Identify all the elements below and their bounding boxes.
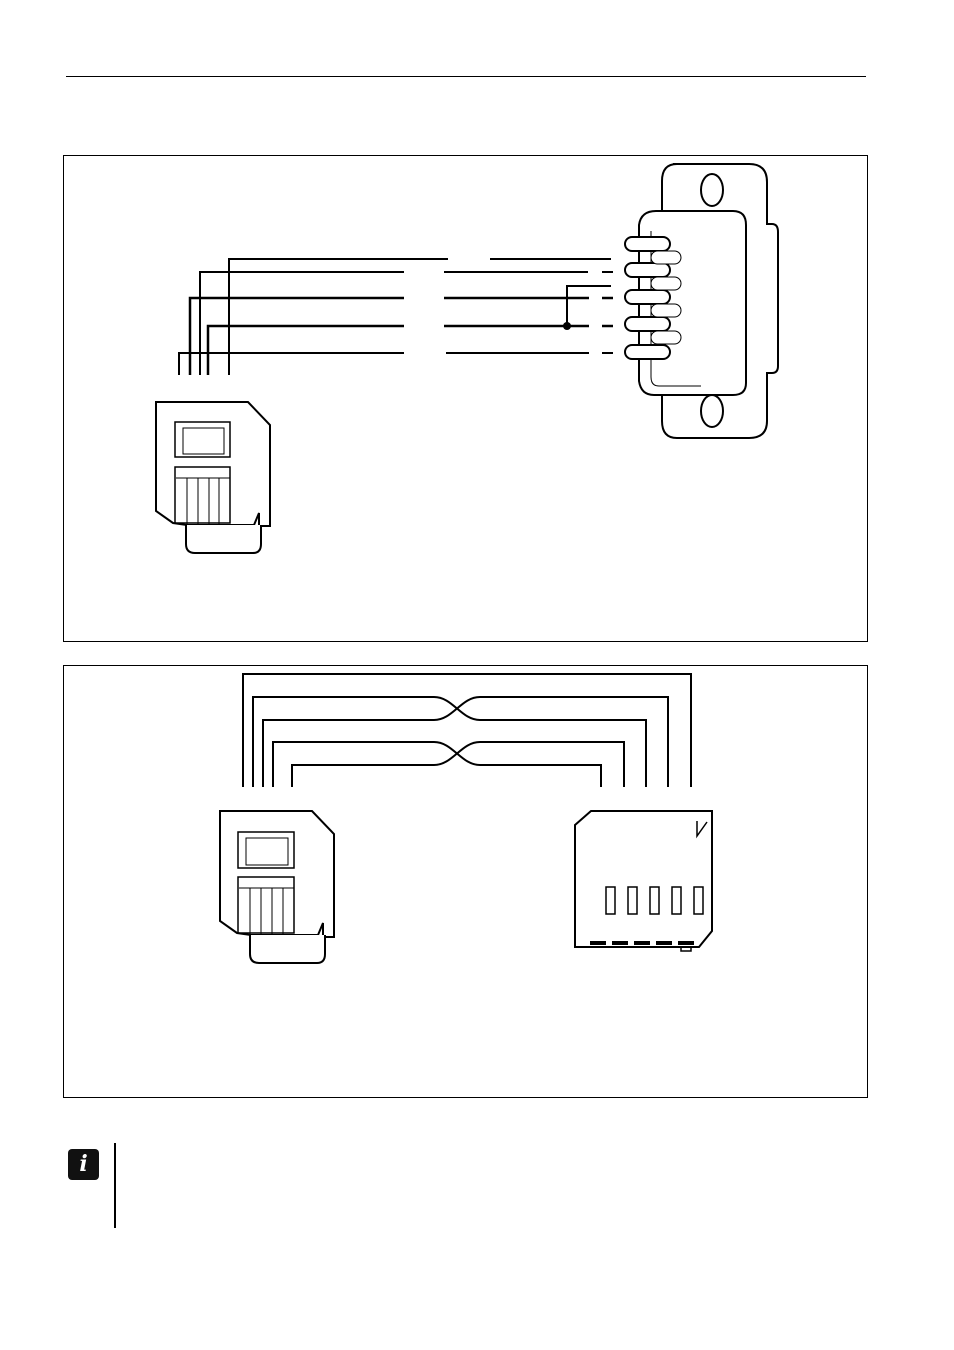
- db9-wiring-svg: [155, 163, 779, 554]
- loop-3: [262, 696, 669, 787]
- junction-dot: [563, 322, 571, 330]
- db9-cable-wires: [178, 258, 613, 375]
- wire-4: [206, 324, 613, 375]
- header-rule: [66, 76, 866, 77]
- wiring-diagram-db9: [63, 155, 868, 642]
- wire-5: [178, 352, 613, 375]
- rj-wiring-svg: [219, 673, 713, 964]
- rj-socket: [574, 810, 713, 952]
- info-icon: i: [68, 1149, 99, 1180]
- db9-connector: [624, 163, 779, 439]
- wire-2: [199, 271, 613, 375]
- rj-cable-wires: [242, 673, 692, 787]
- wiring-diagram-rj: [63, 665, 868, 1098]
- rj-plug-a: [155, 401, 271, 554]
- wire-1: [228, 258, 611, 375]
- note-bar: [114, 1143, 116, 1228]
- loop-1: [242, 673, 692, 787]
- rj-plug-b: [219, 810, 335, 964]
- jumper-wire: [566, 285, 611, 326]
- loop-5: [291, 741, 625, 787]
- wire-3: [188, 296, 613, 375]
